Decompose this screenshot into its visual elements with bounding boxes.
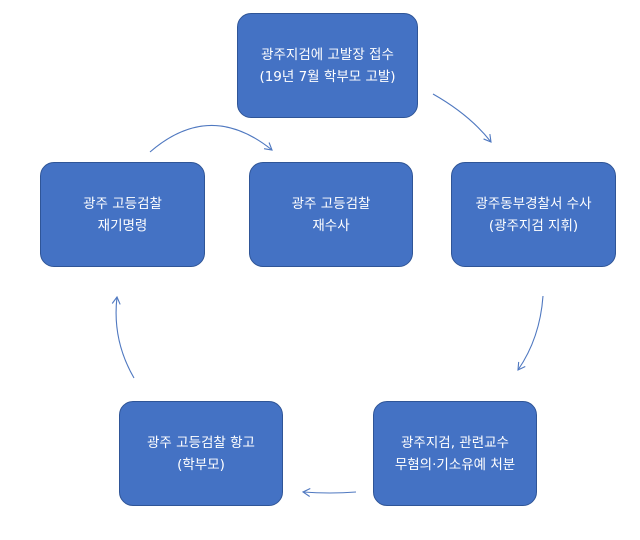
node-prosecution-decision: 광주지검, 관련교수 무혐의·기소유예 처분	[373, 401, 537, 506]
node-reinvest-line2: 재수사	[312, 217, 350, 234]
node-police-line2: (광주지검 지휘)	[488, 217, 579, 234]
node-reinvestigation: 광주 고등검찰 재수사	[249, 162, 413, 267]
node-complaint: 광주지검에 고발장 접수 (19년 7월 학부모 고발)	[237, 13, 418, 118]
node-decision-line2: 무혐의·기소유예 처분	[394, 456, 516, 473]
node-decision-line1: 광주지검, 관련교수	[401, 434, 509, 451]
node-complaint-line2: (19년 7월 학부모 고발)	[259, 68, 396, 85]
node-appeal: 광주 고등검찰 항고 (학부모)	[119, 401, 283, 506]
node-appeal-line2: (학부모)	[177, 456, 225, 473]
arrow-order-to-reinvest	[149, 125, 273, 153]
node-order-line2: 재기명령	[97, 217, 148, 234]
arrow-appeal-to-order	[111, 295, 135, 379]
node-police-line1: 광주동부경찰서 수사	[475, 195, 592, 212]
node-police-investigation: 광주동부경찰서 수사 (광주지검 지휘)	[451, 162, 616, 267]
arrow-police-to-decision	[517, 295, 544, 371]
node-appeal-line1: 광주 고등검찰 항고	[147, 434, 255, 451]
arrow-complaint-to-police	[432, 93, 492, 143]
node-reinvest-line1: 광주 고등검찰	[291, 195, 371, 212]
node-reinvestigation-order: 광주 고등검찰 재기명령	[40, 162, 205, 267]
node-complaint-line1: 광주지검에 고발장 접수	[261, 46, 394, 63]
arrow-decision-to-appeal	[301, 488, 357, 497]
node-order-line1: 광주 고등검찰	[83, 195, 162, 212]
